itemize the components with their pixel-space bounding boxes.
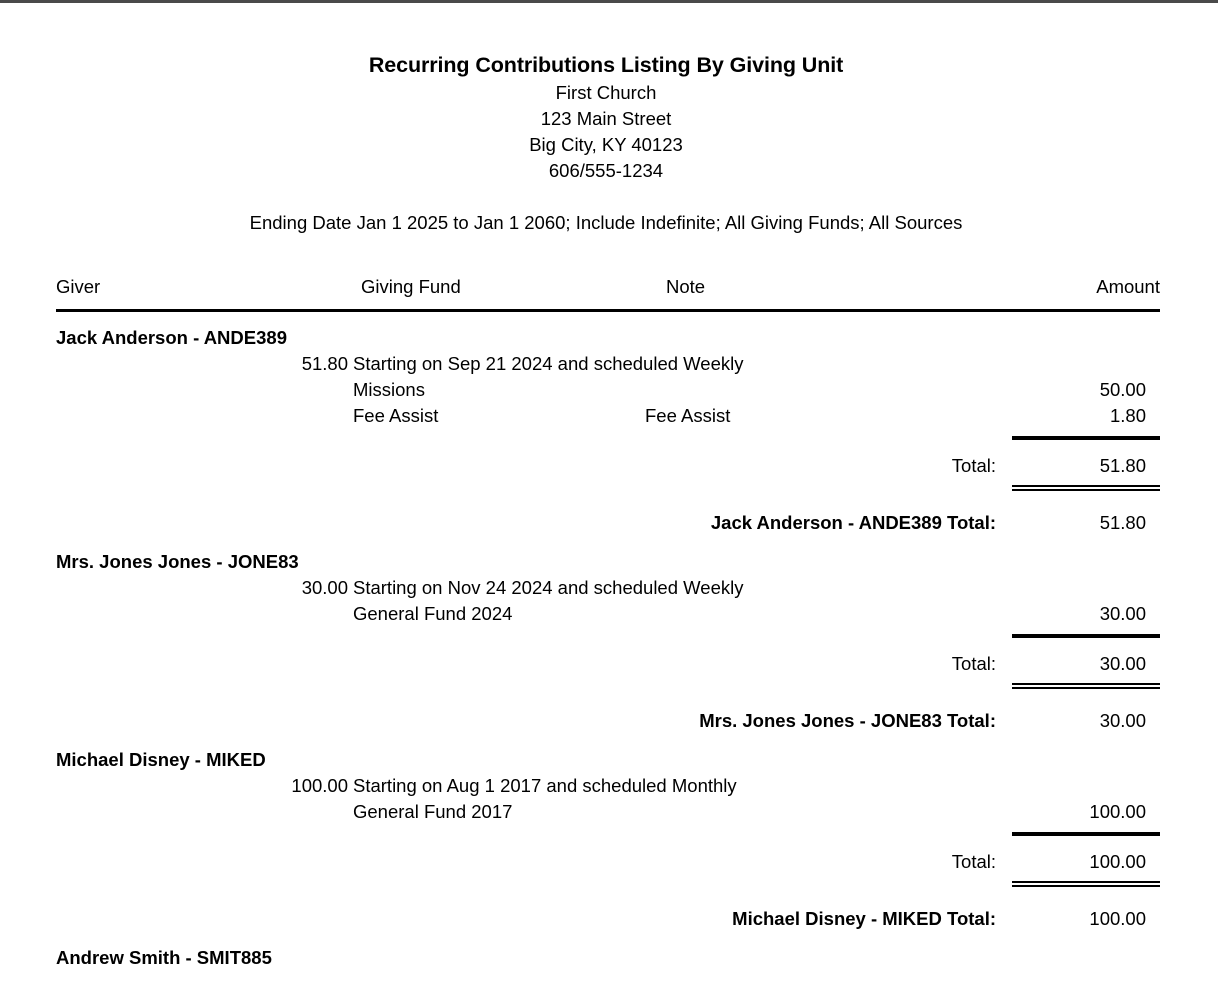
table-row: General Fund 2024 30.00 xyxy=(56,601,1160,627)
subtotal-row: Total: 30.00 xyxy=(56,651,1160,677)
giver-name: Michael Disney - MIKED xyxy=(56,749,266,770)
organization-address: 123 Main Street xyxy=(540,108,672,129)
grand-total-divider xyxy=(56,875,1160,892)
giver-total-label: Mrs. Jones Jones - JONE83 Total: xyxy=(699,710,996,731)
giver-total-amount: 100.00 xyxy=(1089,908,1146,929)
giver-total-row: Mrs. Jones Jones - JONE83 Total: 30.00 xyxy=(56,708,1160,734)
subtotal-amount: 30.00 xyxy=(1099,653,1146,674)
subtotal-row: Total: 51.80 xyxy=(56,453,1160,479)
giver-total-label: Michael Disney - MIKED Total: xyxy=(732,908,996,929)
spacer xyxy=(56,694,1160,708)
report-title: Recurring Contributions Listing By Givin… xyxy=(368,53,844,77)
window-top-border xyxy=(0,0,1218,3)
organization-phone: 606/555-1234 xyxy=(548,160,664,181)
subtotal-rule-line xyxy=(1012,634,1160,638)
spacer xyxy=(56,496,1160,510)
giver-total-amount: 30.00 xyxy=(1099,710,1146,731)
spacer xyxy=(56,892,1160,906)
grand-total-double-rule xyxy=(1012,683,1160,689)
subtotal-amount: 100.00 xyxy=(1089,851,1146,872)
column-header-giver: Giver xyxy=(56,276,101,297)
grand-total-double-rule xyxy=(1012,881,1160,887)
organization-city-state-zip: Big City, KY 40123 xyxy=(529,134,683,155)
report-page: Recurring Contributions Listing By Givin… xyxy=(0,3,1218,971)
subtotal-rule-line xyxy=(1012,832,1160,836)
giver-total-amount: 51.80 xyxy=(1099,512,1146,533)
report-table: Giver Giving Fund Note Amount Jack Ander… xyxy=(0,276,1218,971)
subtotal-row: Total: 100.00 xyxy=(56,849,1160,875)
spacer xyxy=(56,641,1160,651)
amount-cell: 100.00 xyxy=(1089,801,1146,822)
column-header-amount: Amount xyxy=(1096,276,1160,297)
grand-total-divider xyxy=(56,677,1160,694)
table-row: General Fund 2017 100.00 xyxy=(56,799,1160,825)
fund-name-cell: General Fund 2017 xyxy=(353,801,513,822)
spacer xyxy=(56,443,1160,453)
amount-cell: 30.00 xyxy=(1099,603,1146,624)
subtotal-label: Total: xyxy=(951,653,996,674)
spacer xyxy=(56,839,1160,849)
column-header-giving-fund: Giving Fund xyxy=(361,276,461,297)
table-column-headers: Giver Giving Fund Note Amount xyxy=(56,276,1160,306)
column-header-note: Note xyxy=(666,276,706,297)
report-header: Recurring Contributions Listing By Givin… xyxy=(0,3,1218,236)
subtotal-divider xyxy=(56,825,1160,839)
subtotal-divider xyxy=(56,429,1160,443)
report-filter-criteria: Ending Date Jan 1 2025 to Jan 1 2060; In… xyxy=(249,212,963,233)
grand-total-divider xyxy=(56,479,1160,496)
schedule-description: Starting on Sep 21 2024 and scheduled We… xyxy=(353,353,744,374)
subtotal-label: Total: xyxy=(951,455,996,476)
giver-group: Andrew Smith - SMIT885 xyxy=(56,932,1160,971)
amount-cell: 1.80 xyxy=(1109,405,1146,426)
giver-total-label: Jack Anderson - ANDE389 Total: xyxy=(710,512,996,533)
amount-cell: 50.00 xyxy=(1099,379,1146,400)
fund-name-cell: Missions xyxy=(353,379,425,400)
subtotal-amount: 51.80 xyxy=(1099,455,1146,476)
schedule-amount: 100.00 xyxy=(291,775,348,796)
giver-total-row: Michael Disney - MIKED Total: 100.00 xyxy=(56,906,1160,932)
table-row: Fee Assist Fee Assist 1.80 xyxy=(56,403,1160,429)
schedule-description: Starting on Nov 24 2024 and scheduled We… xyxy=(353,577,744,598)
giver-total-row: Jack Anderson - ANDE389 Total: 51.80 xyxy=(56,510,1160,536)
schedule-description: Starting on Aug 1 2017 and scheduled Mon… xyxy=(353,775,737,796)
giver-name: Andrew Smith - SMIT885 xyxy=(56,947,272,968)
giver-name: Jack Anderson - ANDE389 xyxy=(56,327,287,348)
subtotal-label: Total: xyxy=(951,851,996,872)
subtotal-divider xyxy=(56,627,1160,641)
organization-name: First Church xyxy=(555,82,657,103)
table-row: Missions 50.00 xyxy=(56,377,1160,403)
giver-name: Mrs. Jones Jones - JONE83 xyxy=(56,551,299,572)
note-cell: Fee Assist xyxy=(645,405,731,426)
grand-total-double-rule xyxy=(1012,485,1160,491)
fund-name-cell: General Fund 2024 xyxy=(353,603,513,624)
fund-name-cell: Fee Assist xyxy=(353,405,439,426)
subtotal-rule-line xyxy=(1012,436,1160,440)
schedule-amount: 51.80 xyxy=(301,353,348,374)
schedule-amount: 30.00 xyxy=(301,577,348,598)
header-divider xyxy=(56,309,1160,312)
